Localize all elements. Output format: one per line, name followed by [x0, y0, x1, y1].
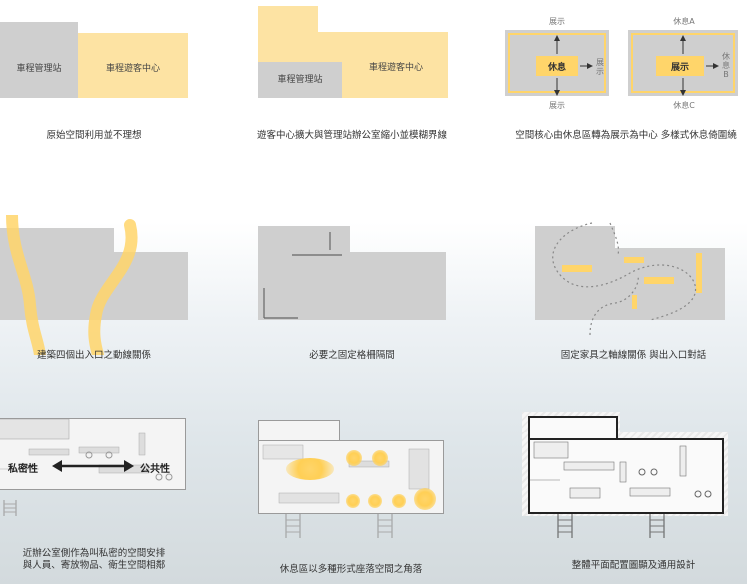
caption-core-shift: 空間核心由休息區轉為展示為中心 多樣式休息倚圍繞 — [515, 130, 737, 141]
management-label: 車程管理站 — [16, 64, 62, 74]
private-label: 私密性 — [8, 464, 38, 475]
rest-blob-7 — [414, 488, 436, 510]
rest-blob-1 — [286, 458, 334, 480]
public-label: 公共性 — [140, 464, 170, 475]
floor-plan-1 — [0, 418, 186, 490]
rest-c-label: 休息C — [673, 101, 695, 110]
caption-partitions: 必要之固定格柵隔間 — [309, 350, 395, 361]
furniture-layout — [552, 222, 702, 335]
private-public-arrow — [52, 460, 134, 472]
caption-expanded-center: 遊客中心擴大與管理站辦公室縮小並模糊界線 — [256, 130, 447, 141]
rest-a-label: 休息A — [673, 17, 695, 26]
caption-private-public: 近辦公室側作為叫私密的空間安排 與人員、寄放物品、衛生空間相鄰 — [22, 548, 166, 571]
caption-original-space: 原始空間利用並不理想 — [46, 130, 142, 141]
management-label: 車程管理站 — [277, 75, 323, 85]
management-block — [0, 22, 78, 98]
rest-blob-5 — [368, 494, 382, 508]
show-center-box — [656, 56, 704, 76]
rest-b-label: 休息B — [722, 52, 730, 79]
show-top-label: 展示 — [549, 17, 565, 26]
caption-overall-plan: 整體平面配置圖顯及通用設計 — [571, 560, 696, 571]
rest-blob-3 — [372, 450, 388, 466]
rest-center-label: 休息 — [547, 63, 566, 73]
visitor-center-label: 車程遊客中心 — [105, 64, 160, 74]
floor-plan-3 — [528, 438, 724, 514]
partition-lines — [263, 232, 342, 319]
management-block-small — [258, 62, 342, 98]
rest-center-box — [536, 56, 578, 76]
rest-blob-6 — [392, 494, 406, 508]
show-bottom-label: 展示 — [549, 101, 565, 110]
show-center-label: 展示 — [670, 63, 689, 73]
caption-rest-areas: 休息區以多種形式座落空間之角落 — [279, 564, 423, 575]
visitor-center-label: 車程遊客中心 — [368, 63, 423, 73]
caption-furniture-axes: 固定家具之軸線關係 與出入口對話 — [560, 350, 707, 361]
caption-circulation: 建築四個出入口之動線關係 — [36, 350, 151, 361]
visitor-center-block — [78, 33, 188, 98]
rest-blob-2 — [346, 450, 362, 466]
show-right-label: 展示 — [596, 58, 604, 76]
rest-blob-4 — [346, 494, 360, 508]
circulation-paths — [6, 215, 138, 355]
core-arrows — [554, 35, 719, 96]
